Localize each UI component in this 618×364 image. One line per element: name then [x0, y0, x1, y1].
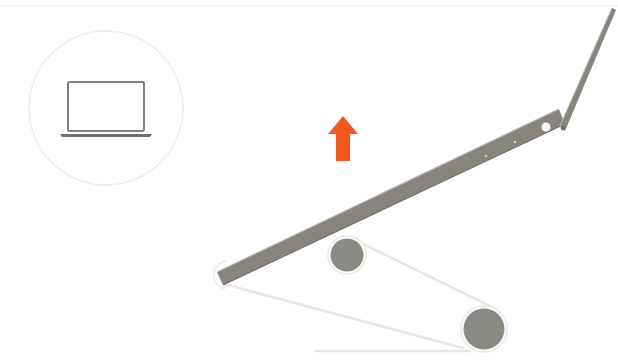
up-arrow-icon: [328, 116, 358, 161]
laptop-base: [216, 108, 566, 286]
laptop-icon: [60, 81, 152, 137]
stand-rollers: [327, 235, 508, 353]
stand-end-cap: [212, 260, 227, 290]
device-badge: [28, 30, 184, 186]
hinge-icon: [560, 125, 566, 131]
laptop-screen: [559, 7, 616, 131]
stand-frame: [222, 241, 498, 353]
power-button-icon: [541, 122, 551, 132]
